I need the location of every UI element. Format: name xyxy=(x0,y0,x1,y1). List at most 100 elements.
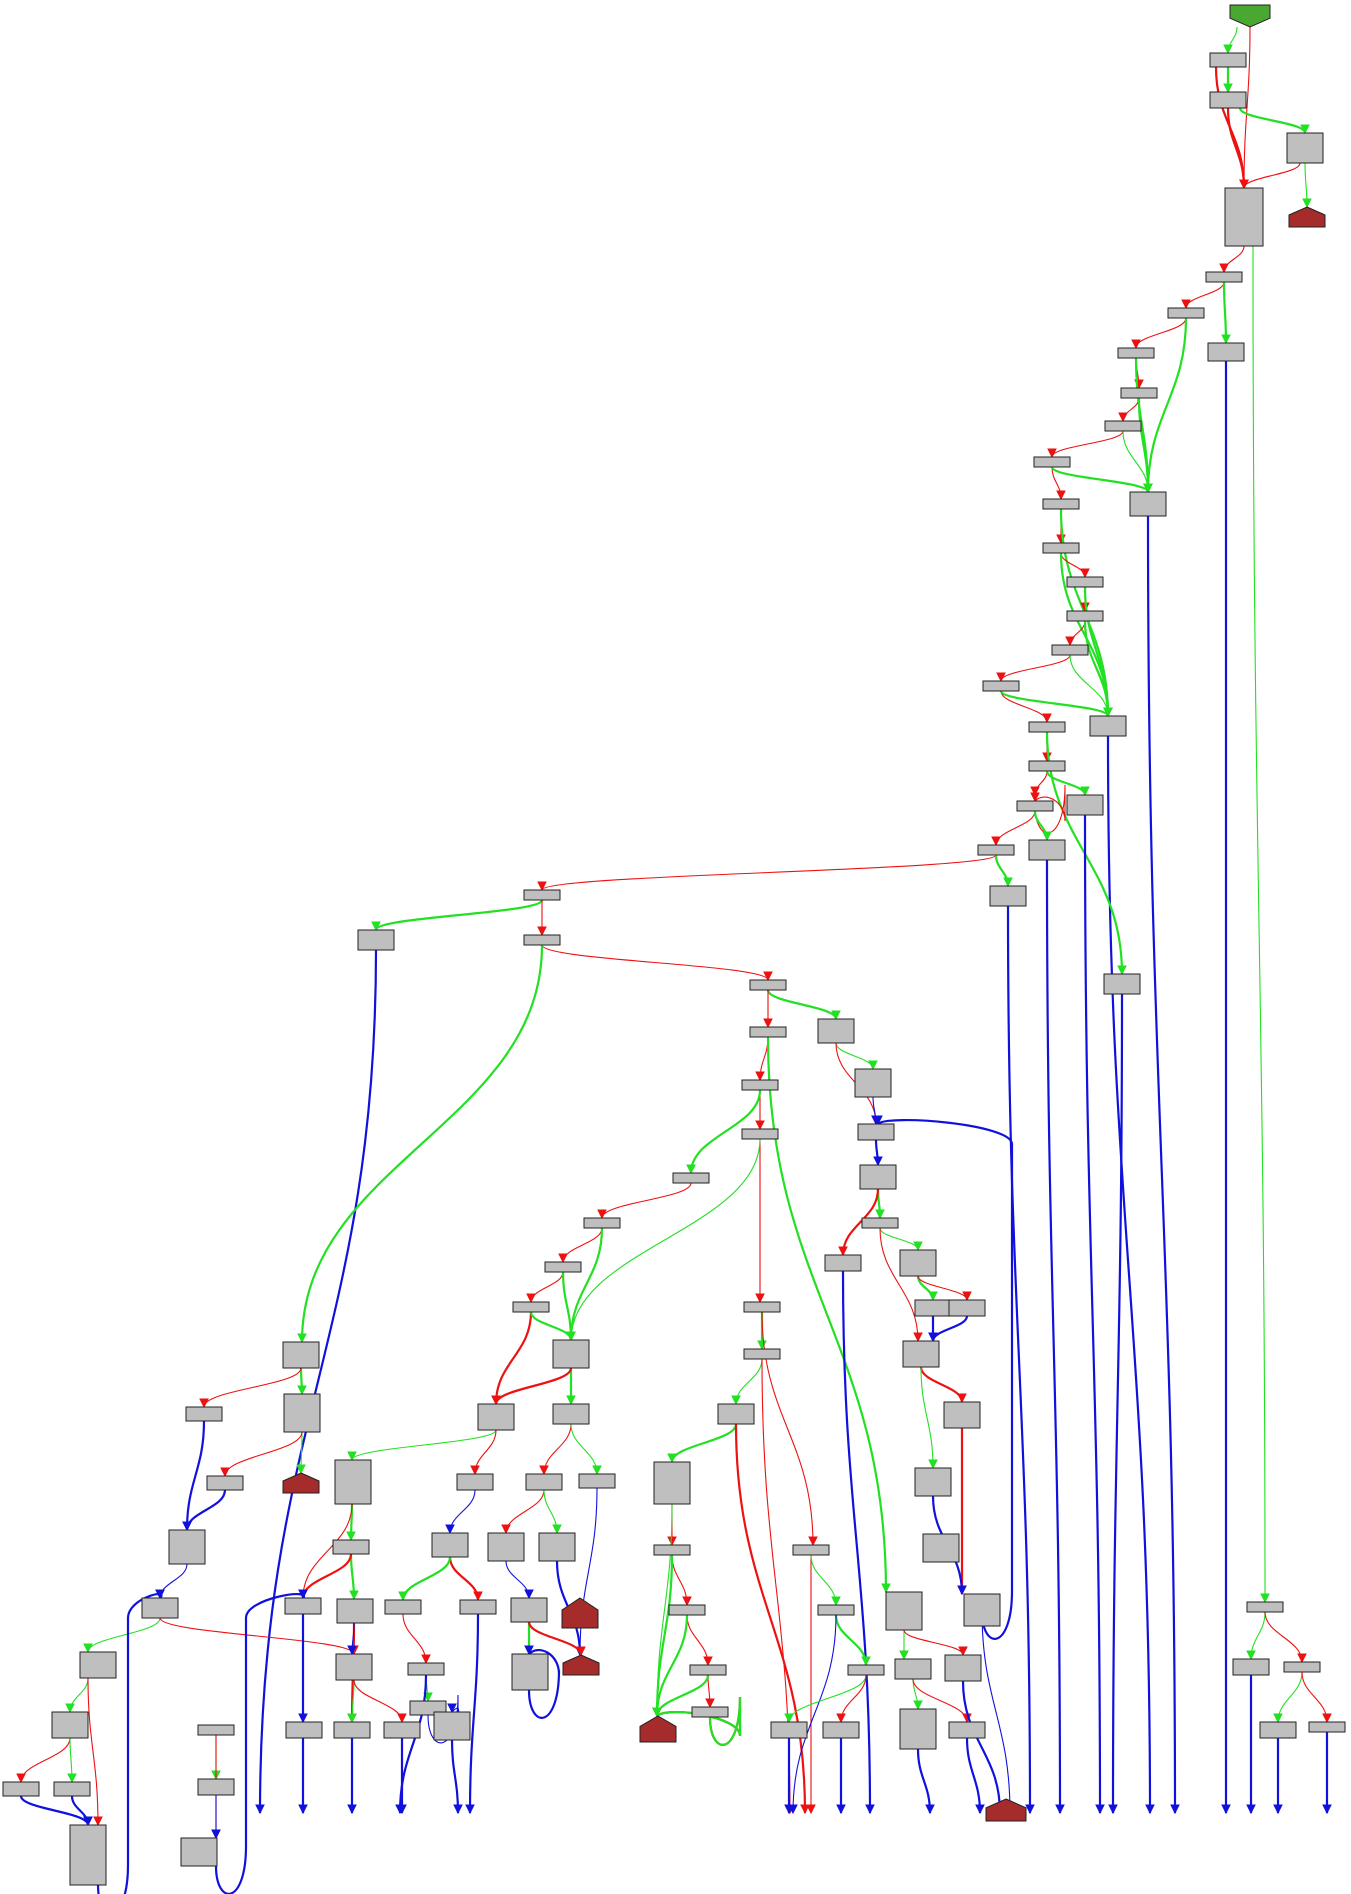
basic-block-node xyxy=(1117,347,1155,359)
true-branch-edge xyxy=(1050,465,1150,494)
edge-arrowhead xyxy=(539,1465,549,1476)
basic-block-node xyxy=(206,1475,244,1491)
basic-block-node xyxy=(197,1778,235,1796)
edge-arrowhead xyxy=(298,1804,308,1815)
edge-arrowhead xyxy=(975,1804,985,1815)
edge-arrowhead xyxy=(667,1536,677,1547)
edge-arrowhead xyxy=(1221,334,1231,345)
basic-block-node xyxy=(668,1604,706,1616)
basic-block-node xyxy=(1205,271,1243,283)
edge-arrowhead xyxy=(16,1773,26,1784)
edge-arrowhead xyxy=(397,1804,407,1815)
unconditional-edge xyxy=(877,1119,1014,1640)
edge-arrowhead xyxy=(868,1060,878,1071)
edge-arrowhead xyxy=(349,1590,359,1601)
edge-arrowhead xyxy=(875,1209,885,1220)
basic-block-node xyxy=(552,1403,590,1425)
edge-arrowhead xyxy=(1080,568,1090,579)
unconditional-edge xyxy=(96,1593,163,1894)
false-branch-edge xyxy=(903,1629,964,1656)
edge-arrowhead xyxy=(445,1524,455,1535)
edge-arrowhead xyxy=(1246,1804,1256,1815)
basic-block-node xyxy=(817,1604,855,1616)
basic-block-node xyxy=(1259,1721,1297,1739)
basic-block-node xyxy=(336,1598,374,1624)
basic-block-node xyxy=(689,1664,727,1676)
edge-arrowhead xyxy=(1297,1653,1307,1664)
basic-block-node xyxy=(899,1249,937,1277)
edge-arrowhead xyxy=(1273,1713,1283,1724)
unconditional-edge xyxy=(931,1315,969,1342)
edge-arrowhead xyxy=(1025,1804,1035,1815)
edge-arrowhead xyxy=(597,1209,607,1220)
true-branch-edge xyxy=(401,1556,452,1601)
unconditional-edge xyxy=(19,1795,90,1826)
edge-arrowhead xyxy=(298,1713,308,1724)
edge-arrowhead xyxy=(800,1804,810,1815)
basic-block-node xyxy=(284,1597,322,1615)
edge-arrowhead xyxy=(398,1591,408,1602)
basic-block-node xyxy=(538,1532,576,1562)
unconditional-edge xyxy=(1045,859,1062,1814)
edge-arrowhead xyxy=(705,1698,715,1709)
unconditional-edge xyxy=(1083,814,1102,1814)
edge-arrowhead xyxy=(755,1293,765,1304)
edge-arrowhead xyxy=(1042,831,1052,842)
basic-block-node xyxy=(334,1459,372,1505)
edge-arrowhead xyxy=(255,1804,265,1815)
true-branch-edge xyxy=(879,1227,919,1251)
edge-arrowhead xyxy=(652,1707,662,1718)
edge-arrowhead xyxy=(1108,1804,1118,1815)
basic-block-node xyxy=(914,1467,952,1497)
edge-arrowhead xyxy=(296,1464,306,1475)
false-branch-edge xyxy=(301,1553,353,1599)
basic-block-node xyxy=(1283,1661,1321,1673)
edge-arrowhead xyxy=(808,1536,818,1547)
unconditional-edge xyxy=(185,1420,206,1531)
edge-arrowhead xyxy=(1322,1713,1332,1724)
true-branch-edge xyxy=(788,1674,867,1723)
true-branch-edge xyxy=(1083,620,1110,717)
basic-block-node xyxy=(749,1026,787,1038)
basic-block-node xyxy=(459,1599,497,1615)
edge-arrowhead xyxy=(763,1018,773,1029)
basic-block-node xyxy=(653,1544,691,1556)
unconditional-edge xyxy=(185,1489,227,1531)
unconditional-edge xyxy=(505,1560,530,1599)
edge-arrowhead xyxy=(537,881,547,892)
false-branch-edge xyxy=(1223,245,1245,273)
edge-arrowhead xyxy=(211,1829,221,1840)
edge-arrowhead xyxy=(913,1241,923,1252)
false-branch-edge xyxy=(87,1677,99,1826)
edge-arrowhead xyxy=(1003,877,1013,888)
basic-block-node xyxy=(861,1217,899,1229)
basic-block-node xyxy=(383,1721,421,1739)
basic-block-node xyxy=(185,1406,223,1422)
edge-arrowhead xyxy=(453,1804,463,1815)
true-branch-edge xyxy=(570,1138,761,1341)
false-branch-edge xyxy=(1135,317,1187,349)
basic-block-node xyxy=(433,1711,471,1741)
edge-arrowhead xyxy=(1118,412,1128,423)
unconditional-edge xyxy=(579,1487,598,1656)
basic-block-node xyxy=(817,1018,855,1044)
edge-arrowhead xyxy=(958,1646,968,1657)
edge-arrowhead xyxy=(865,1804,875,1815)
unconditional-edge xyxy=(159,1563,188,1599)
basic-block-node xyxy=(1209,52,1247,68)
edge-arrowhead xyxy=(524,1645,534,1656)
false-branch-edge xyxy=(224,1431,303,1477)
false-branch-edge xyxy=(541,854,997,891)
edge-arrowhead xyxy=(784,1713,794,1724)
basic-block-node xyxy=(1104,420,1142,432)
true-branch-edge xyxy=(351,1429,497,1461)
basic-block-node xyxy=(1209,91,1247,109)
basic-block-node xyxy=(989,885,1027,907)
true-branch-edge xyxy=(999,689,1110,718)
edge-arrowhead xyxy=(526,1293,536,1304)
edge-arrowhead xyxy=(182,1521,192,1532)
edge-arrowhead xyxy=(558,1253,568,1264)
basic-block-node xyxy=(523,889,561,901)
basic-block-node xyxy=(1066,576,1104,588)
